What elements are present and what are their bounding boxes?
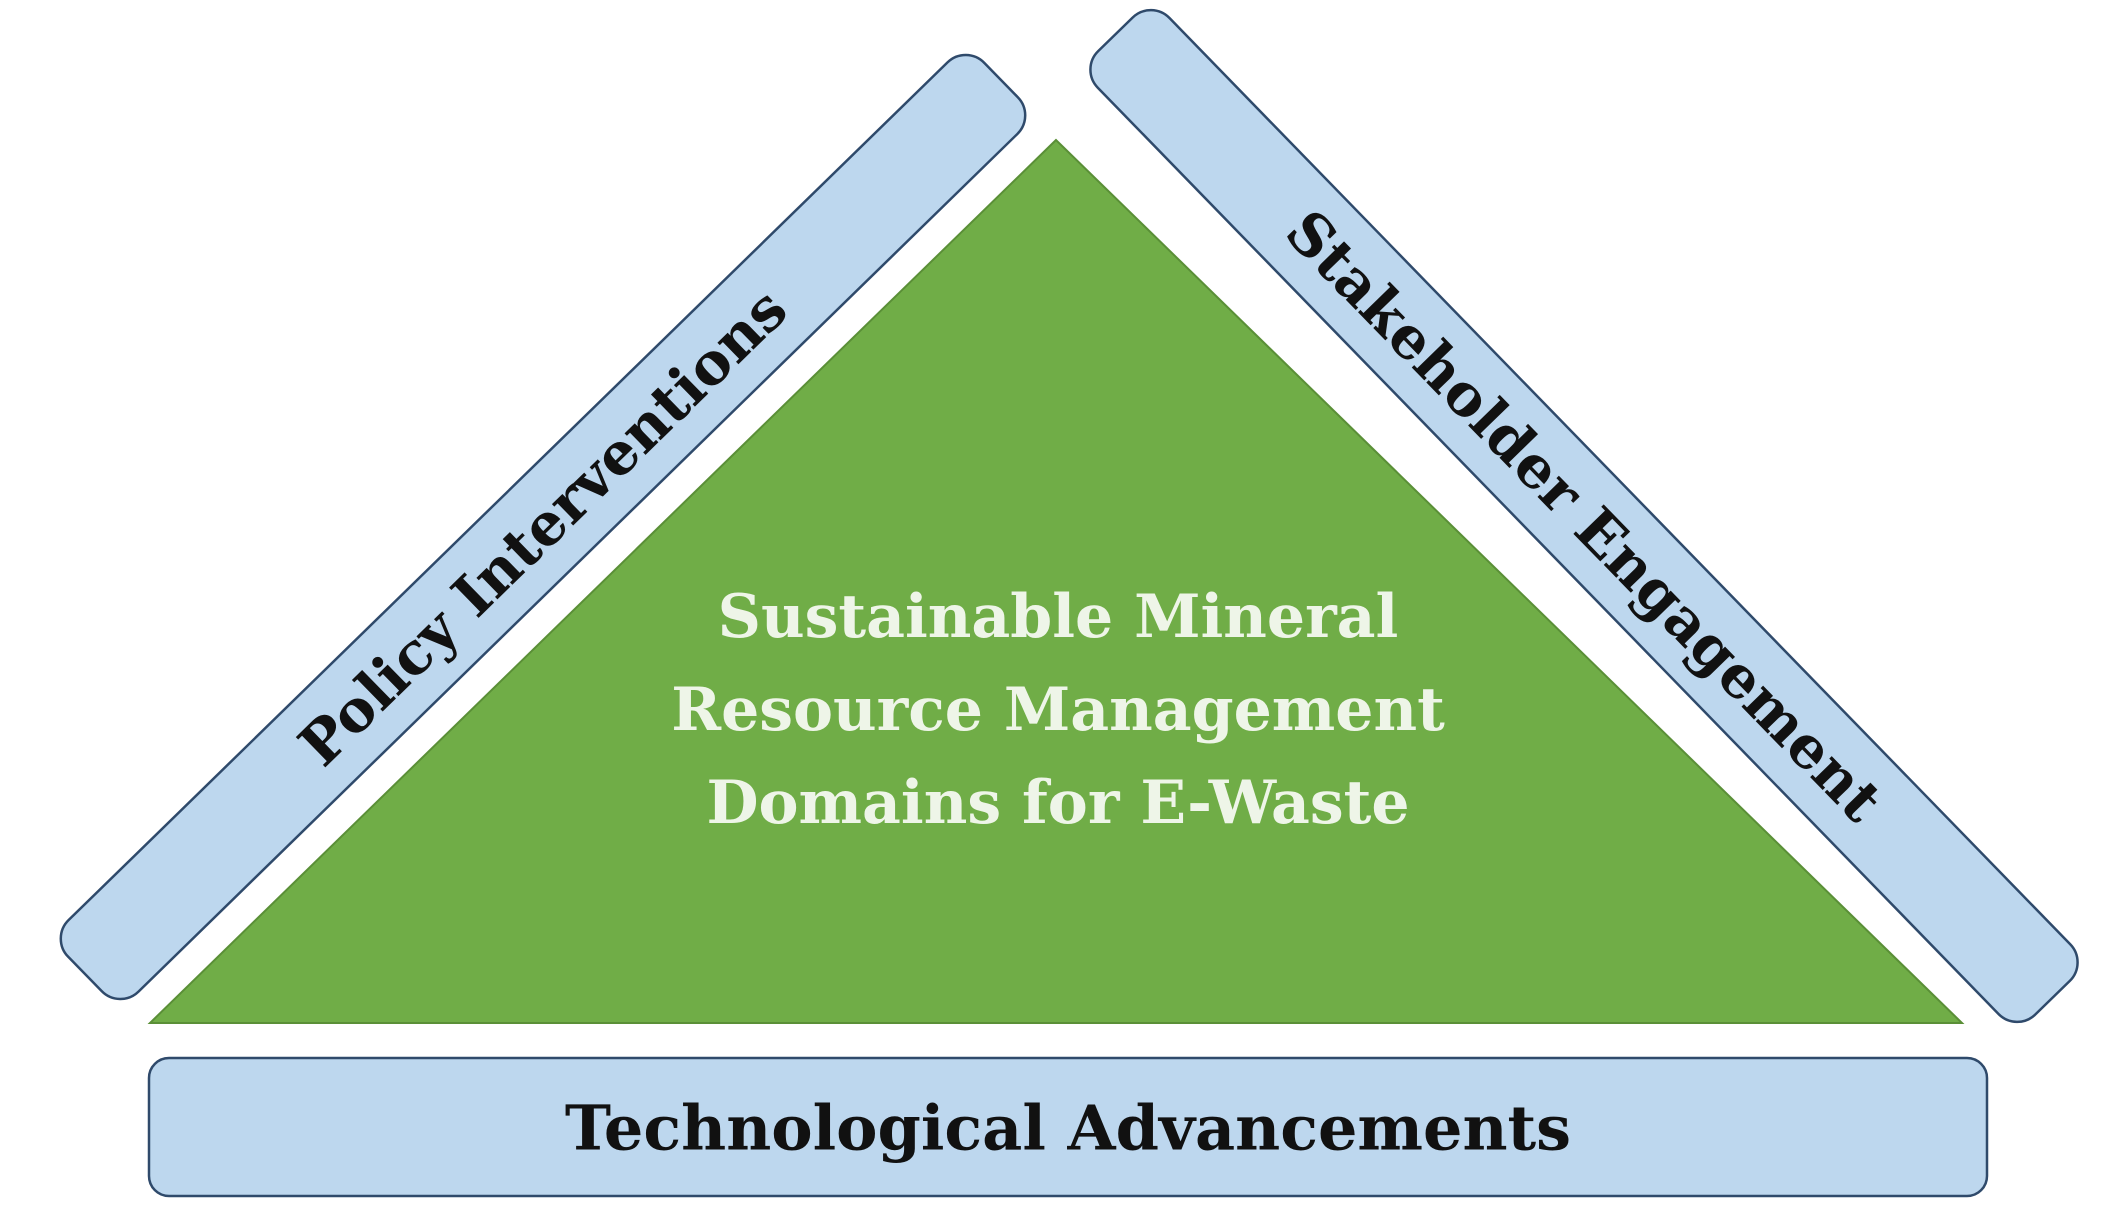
bottom-bar-shape [147, 1056, 1989, 1198]
center-line-2: Resource Management [671, 675, 1445, 745]
center-title: Sustainable Mineral Resource Management … [671, 582, 1445, 838]
bottom-bar-label: Technological Advancements [565, 1092, 1571, 1165]
bottom-bar: Technological Advancements [147, 1056, 1989, 1198]
center-triangle [147, 138, 1965, 1024]
center-line-1: Sustainable Mineral [718, 582, 1399, 652]
center-line-3: Domains for E-Waste [706, 768, 1409, 838]
right-bar-shape [1089, 8, 2079, 1024]
left-bar-shape [59, 53, 1027, 1001]
